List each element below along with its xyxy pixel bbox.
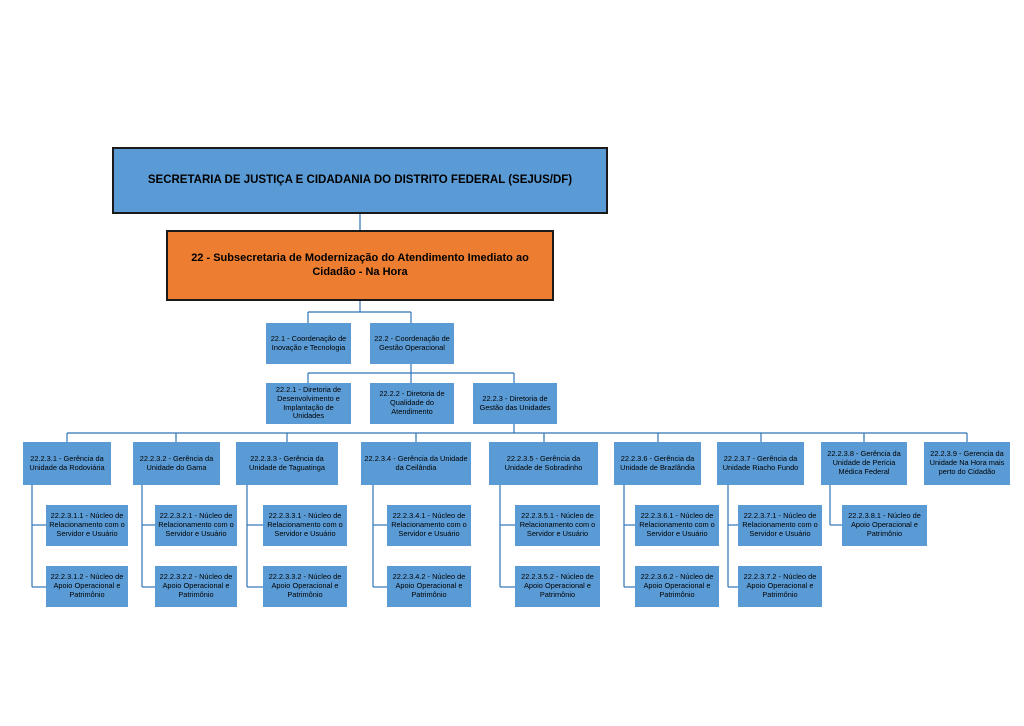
secretaria-box: SECRETARIA DE JUSTIÇA E CIDADANIA DO DIS… <box>112 147 608 214</box>
gerencia-box: 22.2.3.2 - Gerência da Unidade do Gama <box>133 442 220 485</box>
subsecretaria-label: 22 - Subsecretaria de Modernização do At… <box>191 252 529 278</box>
gerencia-box: 22.2.3.7 - Gerência da Unidade Riacho Fu… <box>717 442 804 485</box>
gerencia-box: 22.2.3.5 - Gerência da Unidade de Sobrad… <box>489 442 598 485</box>
nucleo-label: 22.2.3.7.2 - Núcleo de Apoio Operacional… <box>743 572 817 599</box>
nucleo-box: 22.2.3.5.2 - Núcleo de Apoio Operacional… <box>515 566 600 607</box>
nucleo-box: 22.2.3.2.1 - Núcleo de Relacionamento co… <box>155 505 237 546</box>
nucleo-label: 22.2.3.4.1 - Núcleo de Relacionamento co… <box>391 511 467 538</box>
nucleo-label: 22.2.3.1.1 - Núcleo de Relacionamento co… <box>49 511 125 538</box>
nucleo-label: 22.2.3.3.1 - Núcleo de Relacionamento co… <box>267 511 343 538</box>
gerencia-box: 22.2.3.8 - Gerência da Unidade de Períci… <box>821 442 907 485</box>
subsecretaria-box: 22 - Subsecretaria de Modernização do At… <box>166 230 554 301</box>
nucleo-box: 22.2.3.1.2 - Núcleo de Apoio Operacional… <box>46 566 128 607</box>
nucleo-box: 22.2.3.6.1 - Núcleo de Relacionamento co… <box>635 505 719 546</box>
nucleo-box: 22.2.3.3.2 - Núcleo de Apoio Operacional… <box>263 566 347 607</box>
nucleo-label: 22.2.3.2.1 - Núcleo de Relacionamento co… <box>158 511 234 538</box>
nucleo-box: 22.2.3.8.1 - Núcleo de Apoio Operacional… <box>842 505 927 546</box>
gerencia-label: 22.2.3.4 - Gerência da Unidade da Ceilân… <box>364 453 468 472</box>
diretoria-qualidade-box: 22.2.2 - Diretoria de Qualidade do Atend… <box>370 383 454 424</box>
gerencia-box: 22.2.3.9 - Gerencia da Unidade Na Hora m… <box>924 442 1010 485</box>
nucleo-box: 22.2.3.6.2 - Núcleo de Apoio Operacional… <box>635 566 719 607</box>
gerencia-box: 22.2.3.4 - Gerência da Unidade da Ceilân… <box>361 442 471 485</box>
nucleo-label: 22.2.3.8.1 - Núcleo de Apoio Operacional… <box>848 511 921 538</box>
coordenacao-inovacao-label: 22.1 - Coordenação de Inovação e Tecnolo… <box>270 333 347 352</box>
nucleo-box: 22.2.3.5.1 - Núcleo de Relacionamento co… <box>515 505 600 546</box>
nucleo-box: 22.2.3.4.1 - Núcleo de Relacionamento co… <box>387 505 471 546</box>
nucleo-label: 22.2.3.3.2 - Núcleo de Apoio Operacional… <box>268 572 342 599</box>
gerencia-box: 22.2.3.3 - Gerência da Unidade de Taguat… <box>236 442 338 485</box>
gerencia-label: 22.2.3.9 - Gerencia da Unidade Na Hora m… <box>929 449 1005 476</box>
nucleo-box: 22.2.3.3.1 - Núcleo de Relacionamento co… <box>263 505 347 546</box>
gerencia-label: 22.2.3.3 - Gerência da Unidade de Taguat… <box>249 453 325 472</box>
nucleo-label: 22.2.3.2.2 - Núcleo de Apoio Operacional… <box>159 572 233 599</box>
gerencia-label: 22.2.3.2 - Gerência da Unidade do Gama <box>139 453 214 472</box>
nucleo-label: 22.2.3.5.1 - Núcleo de Relacionamento co… <box>519 511 596 538</box>
nucleo-label: 22.2.3.5.2 - Núcleo de Apoio Operacional… <box>521 572 594 599</box>
gerencia-label: 22.2.3.6 - Gerência da Unidade de Brazlâ… <box>620 453 695 472</box>
gerencia-box: 22.2.3.1 - Gerência da Unidade da Rodovi… <box>23 442 111 485</box>
nucleo-label: 22.2.3.7.1 - Núcleo de Relacionamento co… <box>742 511 818 538</box>
nucleo-box: 22.2.3.7.1 - Núcleo de Relacionamento co… <box>738 505 822 546</box>
nucleo-label: 22.2.3.1.2 - Núcleo de Apoio Operacional… <box>50 572 124 599</box>
diretoria-desenvolvimento-box: 22.2.1 - Diretoria de Desenvolvimento e … <box>266 383 351 424</box>
coordenacao-gestao-label: 22.2 - Coordenação de Gestão Operacional <box>374 333 450 352</box>
nucleo-label: 22.2.3.6.2 - Núcleo de Apoio Operacional… <box>640 572 714 599</box>
gerencia-label: 22.2.3.5 - Gerência da Unidade de Sobrad… <box>504 453 583 472</box>
gerencia-box: 22.2.3.6 - Gerência da Unidade de Brazlâ… <box>614 442 701 485</box>
nucleo-box: 22.2.3.2.2 - Núcleo de Apoio Operacional… <box>155 566 237 607</box>
nucleo-box: 22.2.3.1.1 - Núcleo de Relacionamento co… <box>46 505 128 546</box>
nucleo-label: 22.2.3.4.2 - Núcleo de Apoio Operacional… <box>392 572 466 599</box>
nucleo-box: 22.2.3.4.2 - Núcleo de Apoio Operacional… <box>387 566 471 607</box>
diretoria-gestao-unidades-label: 22.2.3 - Diretoria de Gestão das Unidade… <box>479 393 551 412</box>
diretoria-gestao-unidades-box: 22.2.3 - Diretoria de Gestão das Unidade… <box>473 383 557 424</box>
secretaria-label: SECRETARIA DE JUSTIÇA E CIDADANIA DO DIS… <box>147 173 573 186</box>
coordenacao-inovacao-box: 22.1 - Coordenação de Inovação e Tecnolo… <box>266 323 351 364</box>
nucleo-box: 22.2.3.7.2 - Núcleo de Apoio Operacional… <box>738 566 822 607</box>
nucleo-label: 22.2.3.6.1 - Núcleo de Relacionamento co… <box>639 511 715 538</box>
coordenacao-gestao-box: 22.2 - Coordenação de Gestão Operacional <box>370 323 454 364</box>
gerencia-label: 22.2.3.8 - Gerência da Unidade de Períci… <box>827 449 901 476</box>
diretoria-desenvolvimento-label: 22.2.1 - Diretoria de Desenvolvimento e … <box>275 384 342 421</box>
gerencia-label: 22.2.3.7 - Gerência da Unidade Riacho Fu… <box>722 453 799 472</box>
gerencia-label: 22.2.3.1 - Gerência da Unidade da Rodovi… <box>29 453 105 472</box>
diretoria-qualidade-label: 22.2.2 - Diretoria de Qualidade do Atend… <box>379 389 445 416</box>
